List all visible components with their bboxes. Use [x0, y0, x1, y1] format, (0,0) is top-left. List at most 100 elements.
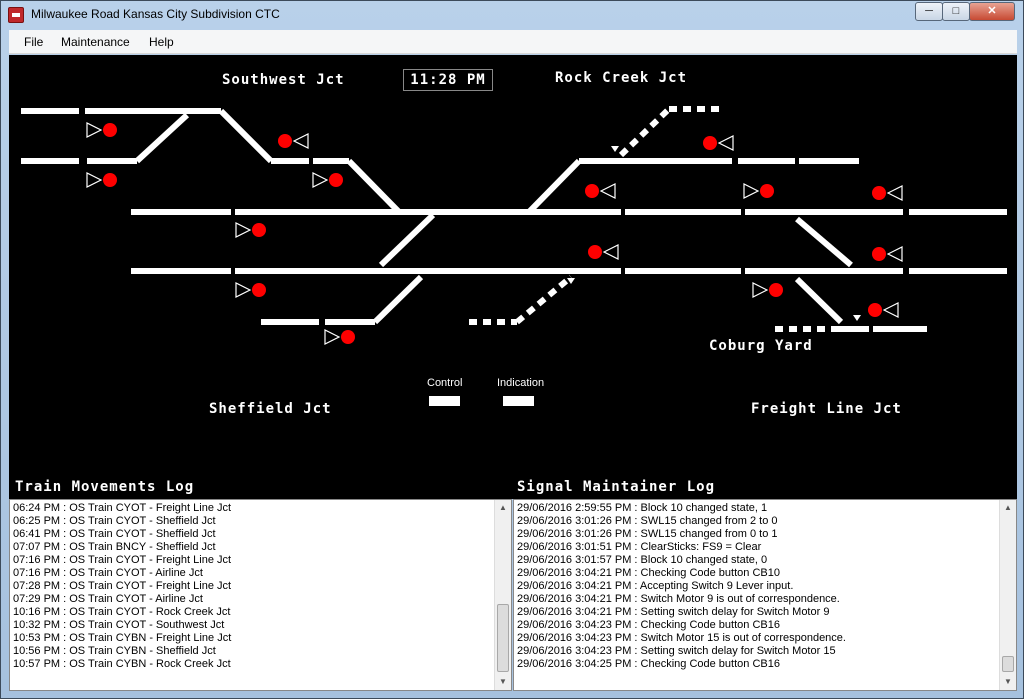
menu-maintenance[interactable]: Maintenance [61, 35, 130, 49]
maximize-icon: □ [952, 5, 960, 17]
label-rock-creek-jct: Rock Creek Jct [555, 70, 688, 86]
signal-maintainer-log[interactable]: 29/06/2016 2:59:55 PM : Block 10 changed… [513, 499, 1017, 691]
log-line: 07:16 PM : OS Train CYOT - Airline Jct [13, 567, 203, 579]
log-line: 29/06/2016 3:04:23 PM : Setting switch d… [517, 645, 836, 657]
log-line: 29/06/2016 3:01:57 PM : Block 10 changed… [517, 554, 768, 566]
switch-point-icon[interactable] [611, 146, 619, 152]
log-line: 29/06/2016 3:01:51 PM : ClearSticks: FS9… [517, 541, 762, 553]
close-icon: ✕ [987, 5, 997, 17]
signal-arrow-icon [882, 302, 899, 318]
train-log-scrollbar[interactable]: ▲ ▼ [494, 500, 511, 690]
signal-icon[interactable] [588, 245, 602, 259]
signal-arrow-icon [235, 222, 252, 238]
close-button[interactable]: ✕ [969, 2, 1015, 21]
log-line: 29/06/2016 3:04:21 PM : Setting switch d… [517, 606, 830, 618]
indication-indicator [503, 396, 534, 406]
menu-file[interactable]: File [24, 35, 44, 49]
maint-log-title: Signal Maintainer Log [517, 479, 716, 495]
scroll-up-icon[interactable]: ▲ [1004, 503, 1012, 512]
signal-arrow-icon [312, 172, 329, 188]
menu-bar: File Maintenance Help [9, 30, 1017, 54]
signal-arrow-icon [743, 183, 760, 199]
minimize-icon: ─ [925, 5, 933, 17]
maint-log-scrollbar[interactable]: ▲ ▼ [999, 500, 1016, 690]
signal-arrow-icon [324, 329, 341, 345]
signal-icon[interactable] [872, 247, 886, 261]
track-segment [134, 112, 190, 164]
log-line: 10:32 PM : OS Train CYOT - Southwest Jct [13, 619, 225, 631]
signal-icon[interactable] [585, 184, 599, 198]
label-sheffield-jct: Sheffield Jct [209, 401, 332, 417]
signal-icon[interactable] [769, 283, 783, 297]
label-freight-line-jct: Freight Line Jct [751, 401, 902, 417]
signal-icon[interactable] [341, 330, 355, 344]
control-indicator [429, 396, 460, 406]
train-movements-log[interactable]: 06:24 PM : OS Train CYOT - Freight Line … [9, 499, 512, 691]
signal-arrow-icon [86, 172, 103, 188]
signal-icon[interactable] [252, 283, 266, 297]
log-line: 07:07 PM : OS Train BNCY - Sheffield Jct [13, 541, 216, 553]
log-line: 06:25 PM : OS Train CYOT - Sheffield Jct [13, 515, 216, 527]
log-line: 10:16 PM : OS Train CYOT - Rock Creek Jc… [13, 606, 231, 618]
signal-icon[interactable] [703, 136, 717, 150]
scroll-down-icon[interactable]: ▼ [1004, 677, 1012, 686]
scroll-thumb[interactable] [497, 604, 509, 672]
signal-icon[interactable] [103, 123, 117, 137]
train-log-title: Train Movements Log [15, 479, 195, 495]
track-segment [372, 274, 424, 325]
maximize-button[interactable]: □ [942, 2, 970, 21]
log-line: 29/06/2016 2:59:55 PM : Block 10 changed… [517, 502, 768, 514]
signal-arrow-icon [886, 246, 903, 262]
signal-arrow-icon [886, 185, 903, 201]
log-line: 29/06/2016 3:04:21 PM : Switch Motor 9 i… [517, 593, 840, 605]
signal-icon[interactable] [868, 303, 882, 317]
log-line: 29/06/2016 3:04:25 PM : Checking Code bu… [517, 658, 780, 670]
signal-arrow-icon [86, 122, 103, 138]
dashed-track-segment [618, 106, 672, 158]
label-coburg-yard: Coburg Yard [709, 338, 813, 354]
switch-point-icon[interactable] [567, 278, 575, 284]
switch-point-icon[interactable] [853, 315, 861, 321]
signal-icon[interactable] [252, 223, 266, 237]
scroll-up-icon[interactable]: ▲ [499, 503, 507, 512]
title-bar[interactable]: Milwaukee Road Kansas City Subdivision C… [1, 1, 1023, 29]
menu-help[interactable]: Help [149, 35, 174, 49]
signal-icon[interactable] [329, 173, 343, 187]
track-segment [795, 216, 853, 268]
train-log-lines: 06:24 PM : OS Train CYOT - Freight Line … [13, 502, 493, 671]
signal-arrow-icon [599, 183, 616, 199]
track-segment [378, 212, 436, 268]
log-line: 06:24 PM : OS Train CYOT - Freight Line … [13, 502, 232, 514]
log-line: 29/06/2016 3:04:21 PM : Checking Code bu… [517, 567, 780, 579]
track-segment [346, 158, 402, 215]
control-label: Control [427, 377, 463, 389]
log-line: 10:56 PM : OS Train CYBN - Sheffield Jct [13, 645, 216, 657]
signal-icon[interactable] [278, 134, 292, 148]
dashed-track-segment [515, 274, 573, 325]
track-segment [218, 108, 274, 164]
signal-icon[interactable] [872, 186, 886, 200]
log-line: 07:29 PM : OS Train CYOT - Airline Jct [13, 593, 203, 605]
signal-arrow-icon [602, 244, 619, 260]
indication-label: Indication [497, 377, 545, 389]
signal-arrow-icon [235, 282, 252, 298]
minimize-button[interactable]: ─ [915, 2, 943, 21]
maint-log-lines: 29/06/2016 2:59:55 PM : Block 10 changed… [517, 502, 998, 671]
window-title: Milwaukee Road Kansas City Subdivision C… [31, 7, 280, 21]
label-southwest-jct: Southwest Jct [222, 72, 345, 88]
log-line: 29/06/2016 3:04:23 PM : Checking Code bu… [517, 619, 780, 631]
signal-arrow-icon [752, 282, 769, 298]
scroll-down-icon[interactable]: ▼ [499, 677, 507, 686]
app-icon[interactable] [8, 7, 24, 23]
signal-icon[interactable] [103, 173, 117, 187]
signal-icon[interactable] [760, 184, 774, 198]
signal-arrow-icon [292, 133, 309, 149]
track-segment [794, 276, 844, 325]
log-line: 10:53 PM : OS Train CYBN - Freight Line … [13, 632, 232, 644]
scroll-thumb[interactable] [1002, 656, 1014, 672]
log-line: 07:28 PM : OS Train CYOT - Freight Line … [13, 580, 232, 592]
log-line: 07:16 PM : OS Train CYOT - Freight Line … [13, 554, 232, 566]
log-line: 29/06/2016 3:04:21 PM : Accepting Switch… [517, 580, 794, 592]
log-line: 06:41 PM : OS Train CYOT - Sheffield Jct [13, 528, 216, 540]
signal-arrow-icon [717, 135, 734, 151]
